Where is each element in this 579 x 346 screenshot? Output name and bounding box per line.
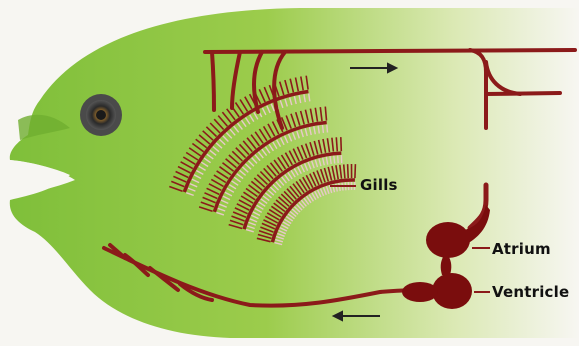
gill-filament [334, 156, 335, 164]
gill-filament [336, 137, 337, 151]
ventricle-label: Ventricle [492, 283, 569, 301]
atrium-label: Atrium [492, 240, 551, 258]
gill-filament [348, 164, 349, 178]
bulbus-arteriosus [402, 282, 438, 302]
gills-label: Gills [360, 176, 398, 194]
gill-filament [338, 155, 339, 163]
atrium-chamber [426, 222, 470, 258]
gill-filament [341, 137, 342, 151]
gill-filament [355, 164, 356, 178]
eye-icon [80, 94, 122, 136]
gill-filament [323, 125, 324, 133]
ventricle-chamber [432, 273, 472, 309]
gill-filament [327, 125, 328, 133]
